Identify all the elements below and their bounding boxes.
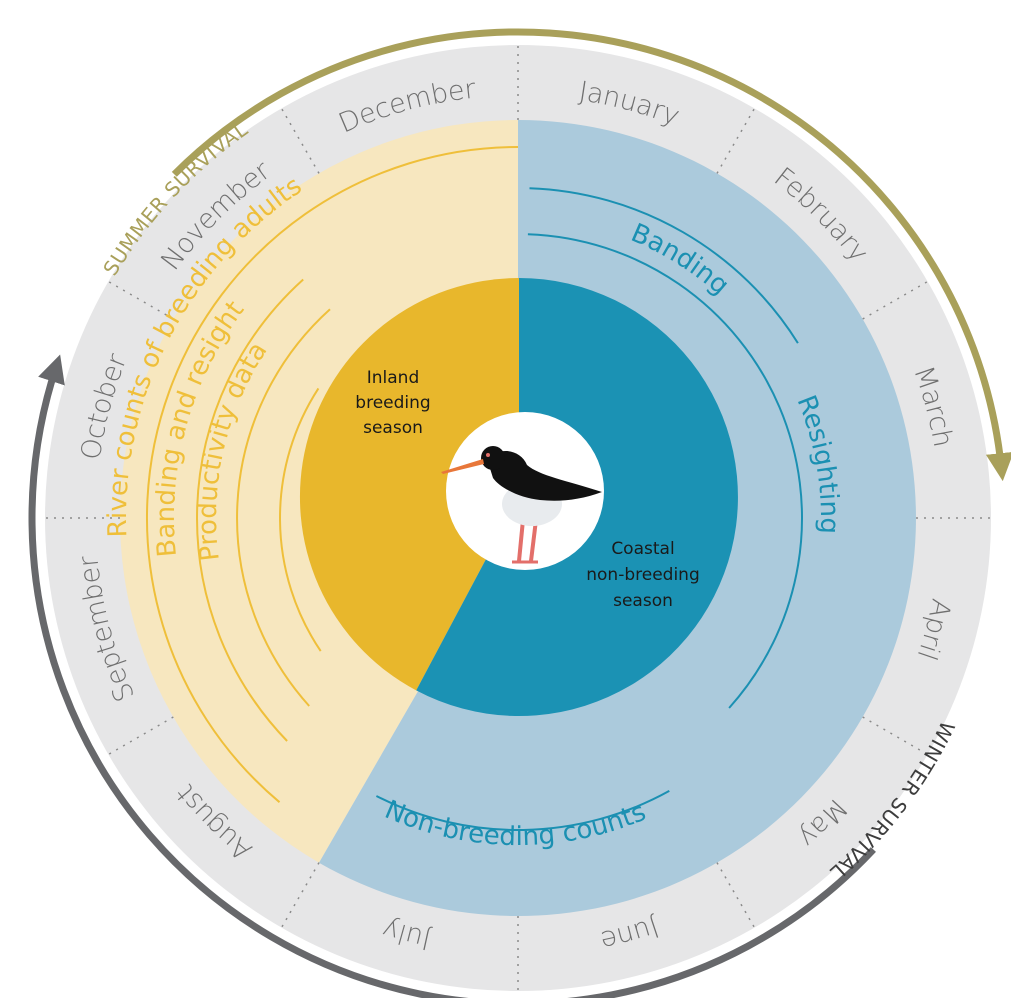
inland-season-line-3: season [363, 418, 423, 438]
coastal-season-label: Coastal non-breeding season [586, 539, 700, 611]
banding-arc [529, 187, 799, 344]
banding-resight-arc [196, 278, 304, 742]
bird-leg-left [517, 519, 525, 562]
inland-season-line-1: Inland [367, 368, 420, 388]
productivity-inner-arc [279, 387, 322, 652]
breeding-season-inner-wedge [299, 277, 519, 691]
bird-leg-right [529, 519, 538, 562]
inland-season-label: Inland breeding season [355, 368, 430, 438]
bird-bill [441, 459, 484, 474]
river-counts-arc [146, 146, 519, 803]
productivity-arc [236, 308, 331, 707]
winter-survival-arrow [28, 354, 876, 998]
coastal-season-line-1: Coastal [611, 539, 674, 559]
oystercatcher-bird-icon [441, 412, 604, 570]
summer-survival-arrow [171, 28, 1011, 482]
inland-season-line-2: breeding [355, 393, 430, 413]
bird-eye [486, 453, 490, 457]
coastal-season-line-2: non-breeding [586, 565, 700, 585]
bird-head [481, 446, 505, 470]
non-breeding-counts-arc [375, 790, 670, 832]
coastal-season-line-3: season [613, 591, 673, 611]
bird-body [488, 451, 602, 501]
activity-arcs [146, 146, 803, 832]
resighting-arc [527, 233, 803, 709]
